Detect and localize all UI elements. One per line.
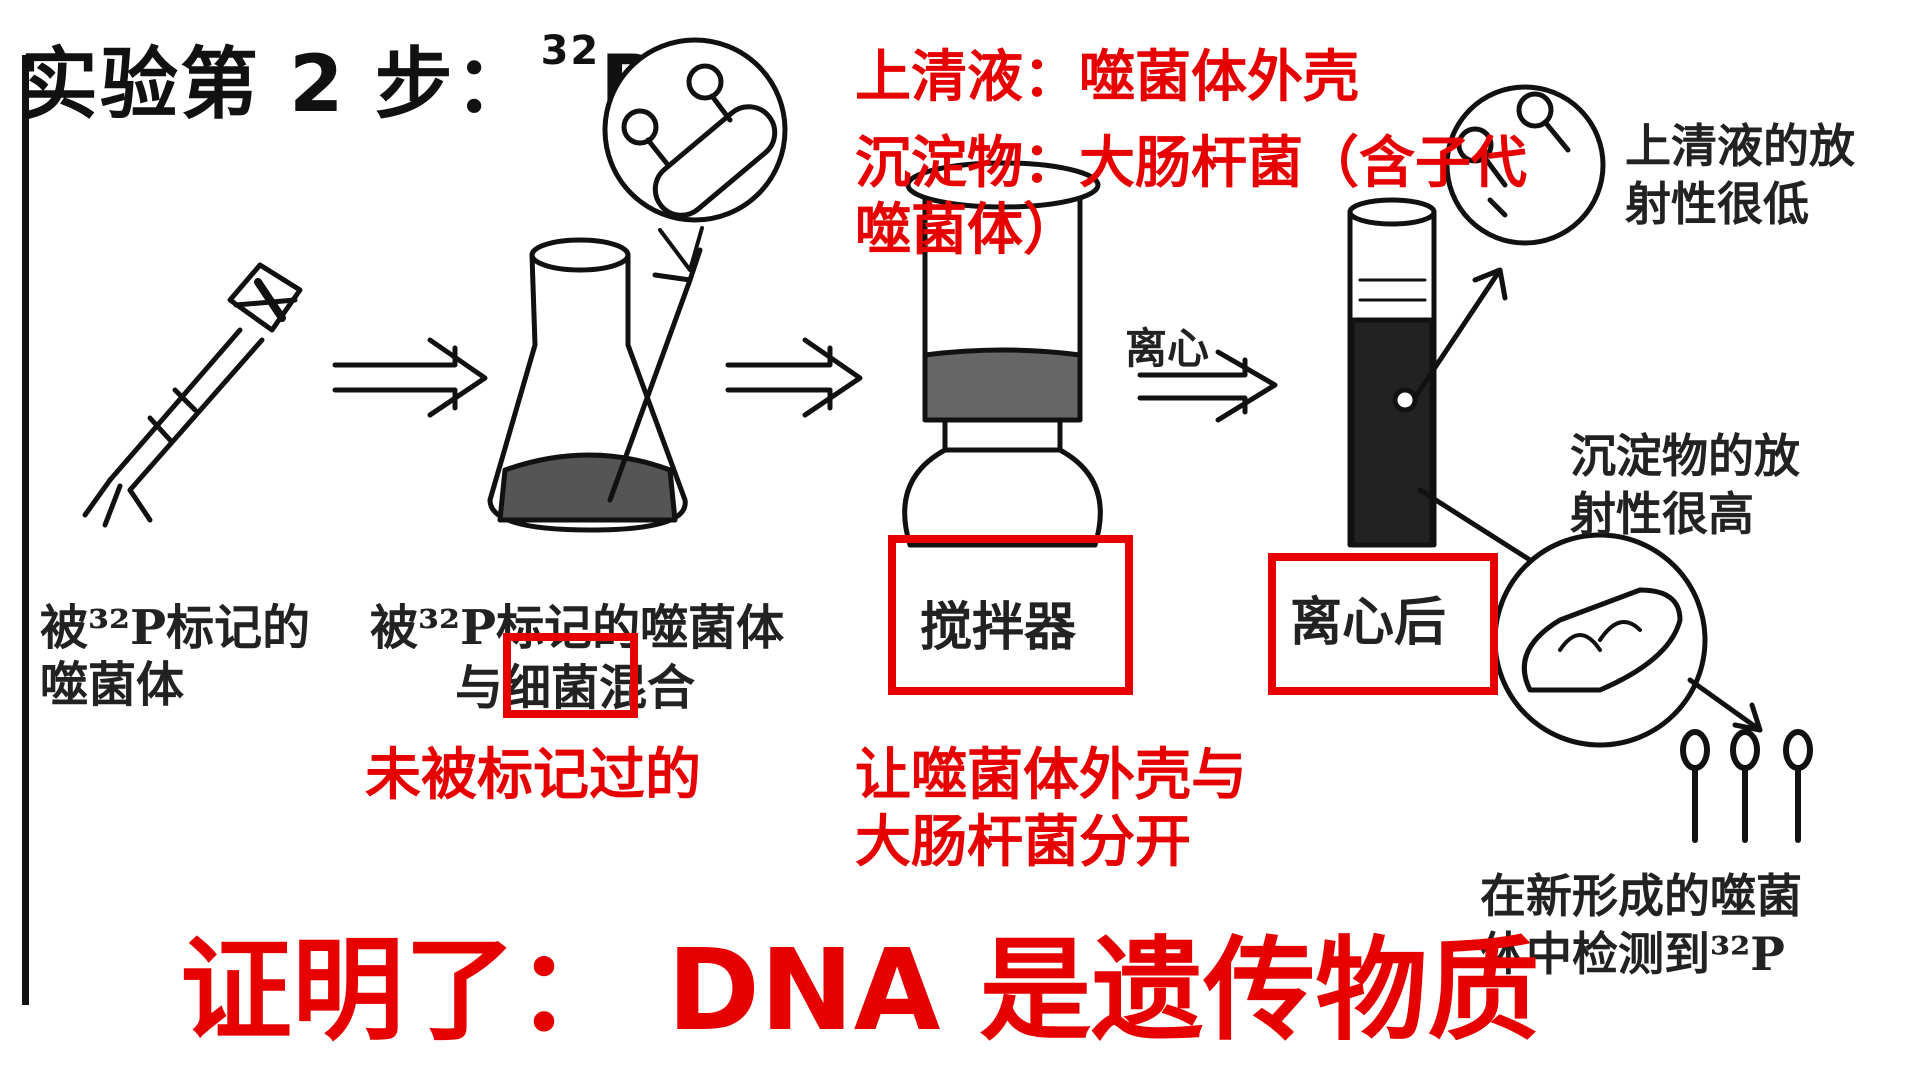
- sediment-note-line1: 沉淀物：大肠杆菌（含子代: [855, 131, 1527, 196]
- blender-drawing: [902, 160, 1103, 548]
- sediment-note-line2: 噬菌体）: [855, 198, 1079, 263]
- title-superscript: 32: [540, 28, 601, 74]
- slide-title: 实验第 2 步：32P: [20, 22, 659, 134]
- phage-label-line2: 噬菌体: [40, 657, 185, 713]
- progeny-phages-drawing: [1680, 729, 1813, 843]
- unlabeled-note: 未被标记过的: [365, 743, 701, 808]
- labeled-phage-drawing: [82, 262, 303, 528]
- supernatant-low-line1: 上清液的放: [1625, 119, 1855, 173]
- blender-label: 搅拌器: [920, 597, 1077, 658]
- centrifuge-arrow-label: 离心: [1125, 324, 1210, 373]
- flask-drawing: [487, 226, 704, 533]
- separate-note-line1: 让噬菌体外壳与: [855, 743, 1247, 808]
- mix-label-line2: 与细菌混合: [455, 660, 696, 716]
- after-centrifuge-highlight-box: [1268, 553, 1498, 695]
- sediment-zoom-circle: [1492, 532, 1763, 748]
- centrifuge-tube-drawing: [1347, 197, 1533, 563]
- bacteria-highlight-box: [503, 633, 638, 718]
- arrow-2: [725, 337, 863, 418]
- supernatant-note: 上清液：噬菌体外壳: [855, 45, 1359, 110]
- arrow-1: [332, 337, 488, 418]
- supernatant-zoom-circle: [1444, 84, 1606, 246]
- detect-label-line2: 体中检测到³²P: [1480, 927, 1785, 981]
- conclusion-text: 证明了： DNA 是遗传物质: [180, 926, 1540, 1056]
- after-centrifuge-label: 离心后: [1290, 592, 1447, 653]
- separate-note-line2: 大肠杆菌分开: [855, 810, 1191, 875]
- mix-label-line1: 被³²P标记的噬菌体: [370, 600, 785, 656]
- sediment-high-line2: 射性很高: [1570, 487, 1754, 541]
- supernatant-low-line2: 射性很低: [1625, 177, 1809, 231]
- blender-highlight-box: [888, 535, 1133, 695]
- phage-label-line1: 被³²P标记的: [40, 600, 311, 656]
- left-vertical-bar: [22, 55, 29, 1005]
- sediment-high-line1: 沉淀物的放: [1570, 429, 1800, 483]
- title-text: 实验第 2 步：: [20, 40, 535, 130]
- detect-label-line1: 在新形成的噬菌: [1480, 869, 1802, 923]
- arrow-3: [1137, 349, 1278, 423]
- infection-zoom-circle: [602, 37, 788, 223]
